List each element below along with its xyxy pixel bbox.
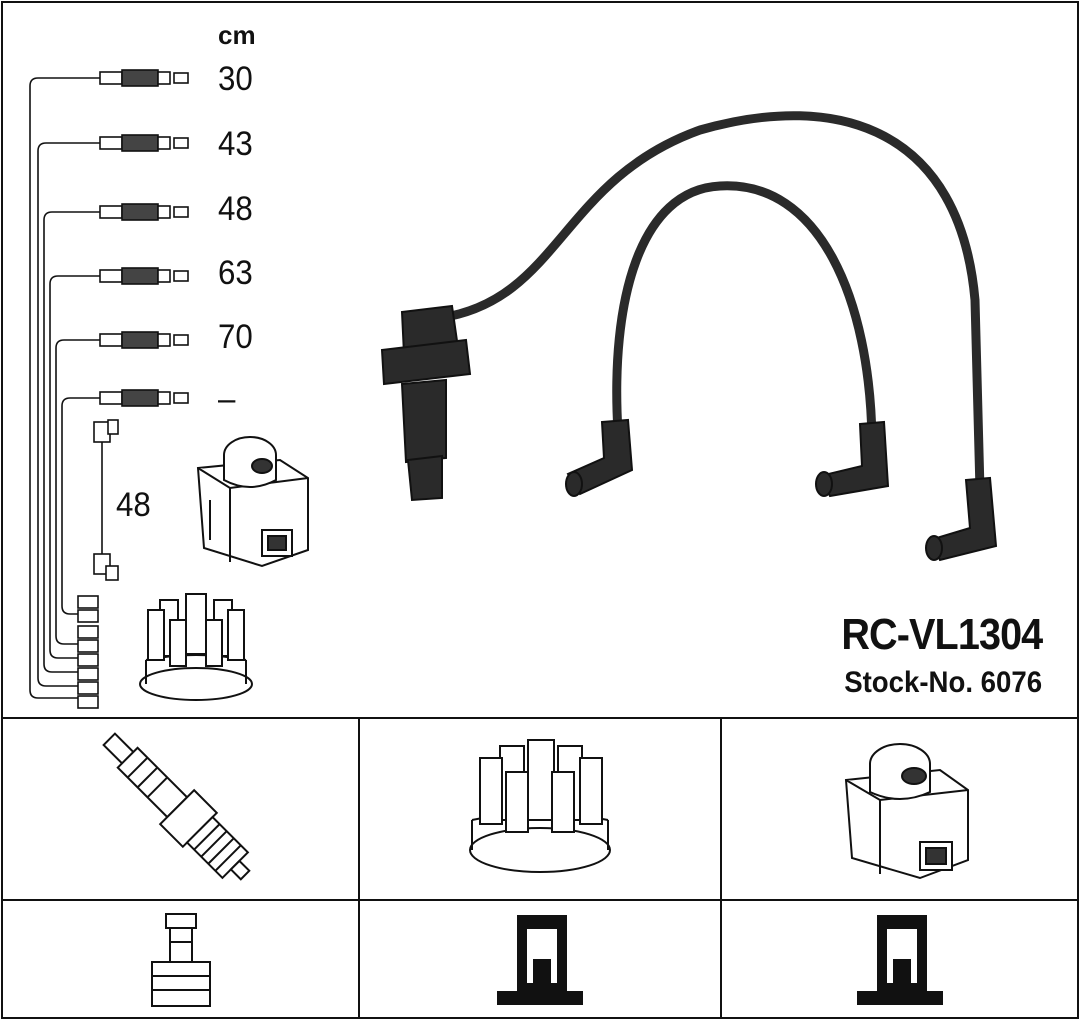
wire-connectors xyxy=(77,69,189,709)
model-number: RC-VL1304 xyxy=(841,610,1043,659)
wire-schematic xyxy=(29,77,103,699)
distributor-cap-icon xyxy=(139,593,253,701)
coil-terminal-icon xyxy=(857,915,943,1005)
ignition-coil-icon-bottom xyxy=(844,743,969,880)
wire-length-4: 63 xyxy=(218,254,253,292)
coil-lead-length: 48 xyxy=(116,486,151,524)
ignition-coil-icon xyxy=(196,436,309,568)
ignition-wire-set-icon xyxy=(380,111,998,562)
spark-plug-icon xyxy=(102,732,251,881)
spark-plug-terminal-icon xyxy=(151,913,211,1007)
stock-number: Stock-No. 6076 xyxy=(844,666,1042,699)
wire-length-1: 30 xyxy=(218,60,253,98)
distributor-cap-icon-bottom xyxy=(469,739,611,873)
unit-label: cm xyxy=(218,20,256,50)
wire-length-6: – xyxy=(218,380,236,418)
wire-length-5: 70 xyxy=(218,318,253,356)
wire-length-2: 43 xyxy=(218,125,253,163)
wire-length-3: 48 xyxy=(218,190,253,228)
distributor-terminal-icon xyxy=(497,915,583,1005)
